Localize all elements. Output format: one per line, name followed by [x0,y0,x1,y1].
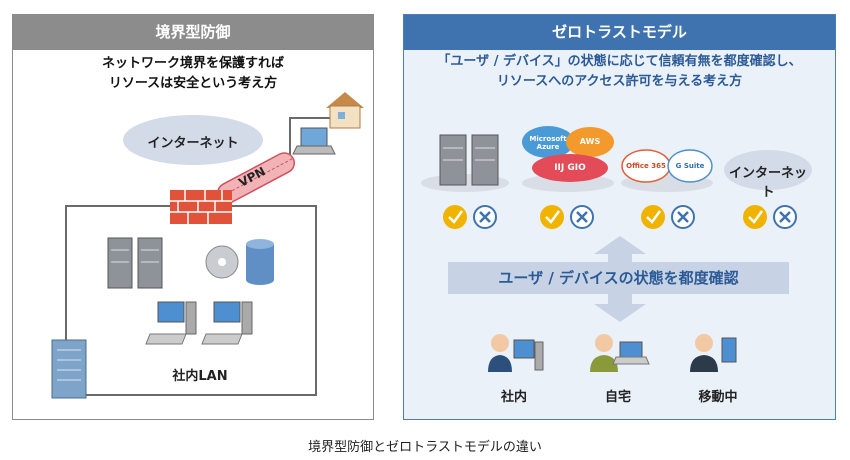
internet-cloud [724,150,812,190]
zero-trust-lead: 「ユーザ / デバイス」の状態に応じて信頼有無を都度確認し、 リソースへのアクセ… [403,52,836,92]
perimeter-defense-lead: ネットワーク境界を保護すれば リソースは安全という考え方 [12,54,374,94]
cross-icon [671,205,695,229]
lead-line-1: 「ユーザ / デバイス」の状態に応じて信頼有無を都度確認し、 [437,54,802,69]
internet-cloud [123,115,263,165]
zero-trust-title: ゼロトラストモデル [404,15,835,50]
desktop-pc-icon [145,301,197,345]
office-worker-icon [488,334,544,372]
office-building-icon [51,339,87,399]
figure-caption: 境界型防御とゼロトラストモデルの違い [308,440,542,455]
server-rack-icon [439,134,499,186]
internet-label: インターネット [147,136,239,151]
remote-link [289,117,330,168]
house-icon [326,92,364,129]
lead-line-1: ネットワーク境界を保護すれば [101,56,284,71]
gsuite-cloud [667,149,713,183]
home-worker-icon [590,334,650,372]
storage-icon [246,239,274,285]
cross-icon [473,205,497,229]
lead-line-2: リソースへのアクセス許可を与える考え方 [496,74,743,89]
iij-label: IIJ GIO [554,163,586,173]
status-check-banner: ユーザ / デバイスの状態を都度確認 [448,262,789,294]
internet-label: インターネット [728,166,807,200]
cross-icon [570,205,594,229]
office365-label: Office 365 [626,162,666,170]
azure-cloud [522,126,574,158]
aws-label: AWS [579,137,601,146]
cross-icon [773,205,797,229]
laptop-icon [292,127,336,155]
firewall-icon [170,190,232,224]
location-label-home: 自宅 [604,390,631,405]
iij-cloud [532,154,608,182]
desktop-pc-icon [201,301,253,345]
lead-line-2: リソースは安全という考え方 [108,76,278,91]
azure-label: Microsoft Azure [529,135,567,151]
disc-icon [205,245,239,279]
lan-boundary [65,205,317,396]
server-rack-icon [107,237,163,289]
aws-cloud [566,127,614,157]
lan-label: 社内LAN [172,369,228,384]
check-icon [743,205,767,229]
check-icon [443,205,467,229]
location-label-office: 社内 [500,390,527,405]
check-icon [540,205,564,229]
mobile-worker-icon [690,334,737,372]
gsuite-label: G Suite [675,162,705,170]
check-icon [641,205,665,229]
perimeter-defense-title: 境界型防御 [13,15,373,50]
location-label-mobile: 移動中 [698,390,738,405]
